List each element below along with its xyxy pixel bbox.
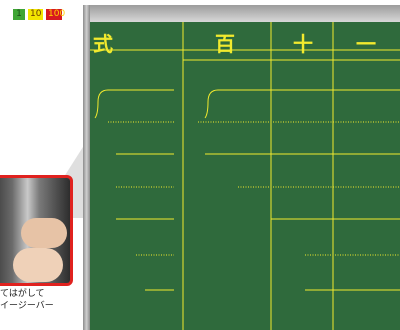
photo-caption: てはがして イージーバー: [0, 288, 54, 312]
unit-badges: 1 10 100: [13, 9, 66, 20]
badge-ten: 10: [28, 9, 43, 20]
caption-line-2: イージーバー: [0, 301, 54, 311]
badge-hundred: 100: [46, 9, 66, 20]
caption-line-1: てはがして: [0, 289, 45, 299]
header-ones: 一: [356, 32, 376, 56]
chalkboard: 式 百 十 一: [90, 22, 400, 330]
board-left-rail: [83, 5, 90, 330]
zoom-photo: [0, 175, 73, 286]
badge-one: 1: [13, 9, 25, 20]
board-top-rail: [83, 5, 400, 22]
header-hundreds: 百: [215, 32, 235, 56]
header-tens: 十: [293, 32, 313, 56]
board-lines: [90, 22, 400, 330]
header-formula: 式: [93, 32, 113, 56]
